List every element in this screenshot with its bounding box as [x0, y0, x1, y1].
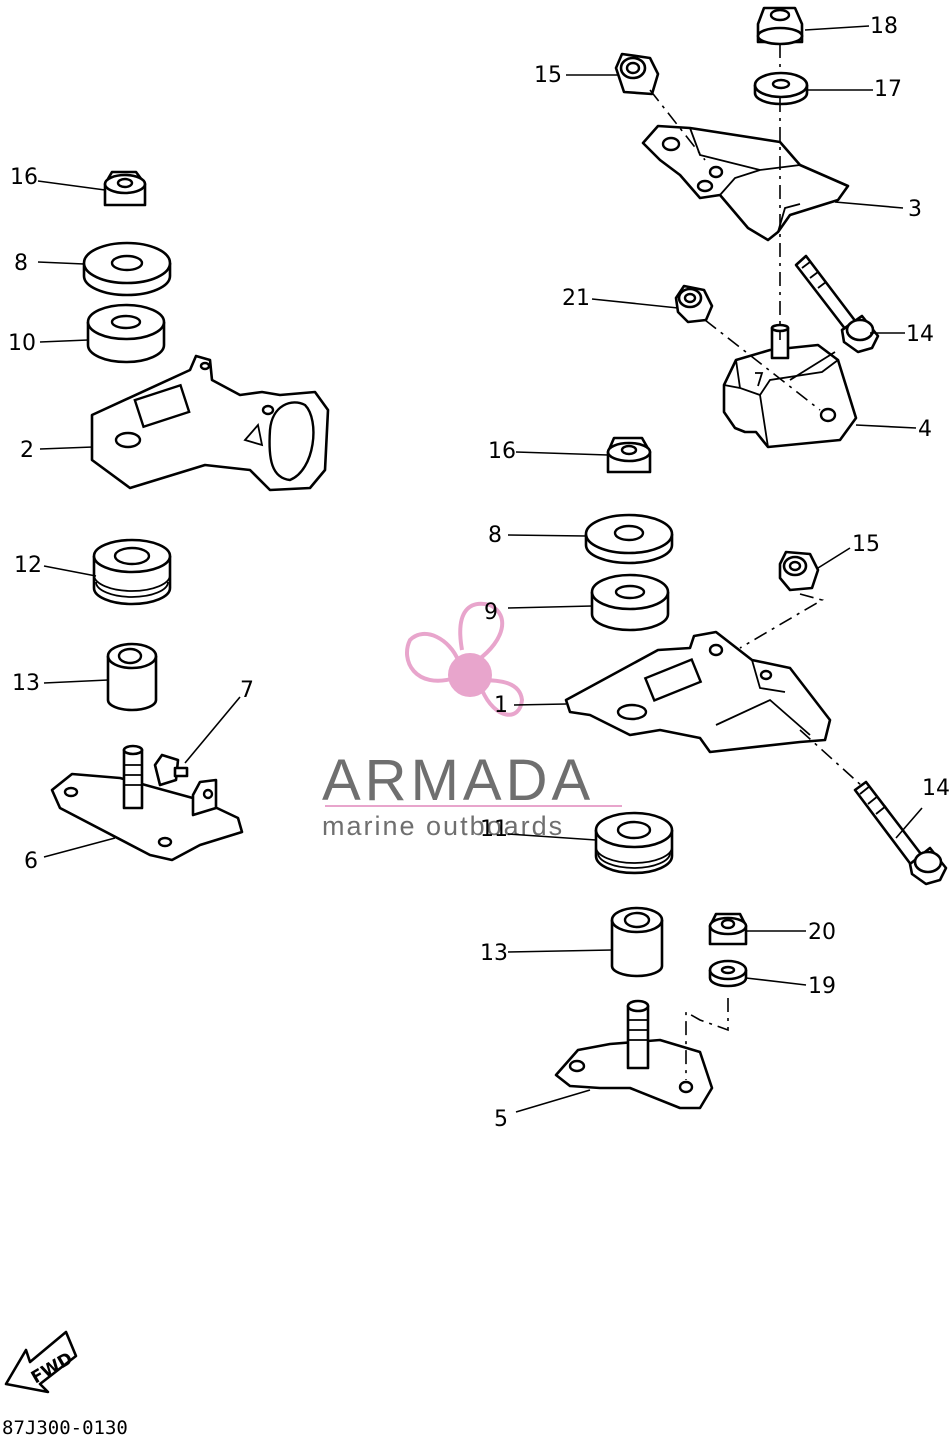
part-nut-16-left	[103, 170, 147, 207]
part-nut-21	[674, 284, 714, 324]
callout-15-top: 15	[534, 63, 562, 88]
part-clip-7	[153, 753, 189, 787]
callout-18: 18	[870, 14, 898, 39]
callout-8-right: 8	[488, 523, 502, 548]
part-nut-16-right	[606, 436, 652, 474]
leader-lines	[37, 25, 923, 1113]
part-bolt-14-top	[794, 254, 880, 354]
callout-2: 2	[20, 438, 34, 463]
callout-12: 12	[14, 553, 42, 578]
callout-4: 4	[918, 417, 932, 442]
watermark-brand: ARMADA	[322, 748, 594, 813]
callout-8-left: 8	[14, 251, 28, 276]
part-washer-8-left	[82, 241, 172, 297]
callout-21: 21	[562, 286, 590, 311]
part-bolt-14-bottom	[853, 780, 948, 886]
part-mount-4	[722, 323, 858, 449]
part-plate-5	[554, 999, 714, 1110]
part-nut-15-right	[778, 550, 820, 592]
callout-6: 6	[24, 849, 38, 874]
callout-14-bottom: 14	[922, 776, 949, 801]
callout-19: 19	[808, 974, 836, 999]
callout-16-left: 16	[10, 165, 38, 190]
part-collar-13-right	[610, 906, 664, 978]
callout-9: 9	[484, 600, 498, 625]
assembly-lines	[649, 44, 863, 1080]
part-grommet-11	[594, 811, 674, 875]
callout-numbers: 16 8 10 2 12 13 7 6 15 18 17 3 21 14 4 1…	[8, 14, 949, 1132]
callout-15-right: 15	[852, 532, 880, 557]
callout-16-right: 16	[488, 439, 516, 464]
part-collar-13-left	[106, 642, 158, 712]
part-nut-20	[708, 912, 748, 946]
callout-13-left: 13	[12, 671, 40, 696]
part-nut-18	[756, 6, 804, 46]
part-damper-10	[86, 303, 166, 364]
part-bracket-3	[641, 124, 850, 242]
callout-20: 20	[808, 920, 836, 945]
part-washer-17	[753, 71, 809, 106]
callout-10: 10	[8, 331, 36, 356]
part-plate-6	[50, 744, 244, 862]
part-grommet-12	[92, 538, 172, 606]
callout-1: 1	[494, 693, 508, 718]
callout-5: 5	[494, 1107, 508, 1132]
drawing-code: 87J300-0130	[2, 1417, 128, 1439]
callout-13-right: 13	[480, 941, 508, 966]
part-damper-9	[590, 573, 670, 632]
callout-14-top: 14	[906, 322, 934, 347]
callout-3: 3	[908, 197, 922, 222]
fwd-arrow-icon: FWD	[4, 1330, 78, 1394]
watermark-tagline: marine outboards	[322, 811, 564, 841]
watermark: ARMADA marine outboards	[322, 601, 622, 841]
callout-11: 11	[480, 817, 508, 842]
part-washer-19	[708, 959, 748, 988]
part-bracket-1	[564, 630, 832, 754]
part-bracket-2	[90, 354, 330, 492]
callout-17: 17	[874, 77, 902, 102]
part-nut-15-top	[614, 52, 660, 96]
part-washer-8-right	[584, 513, 674, 565]
propeller-logo-icon	[405, 601, 525, 717]
callout-7: 7	[240, 678, 254, 703]
